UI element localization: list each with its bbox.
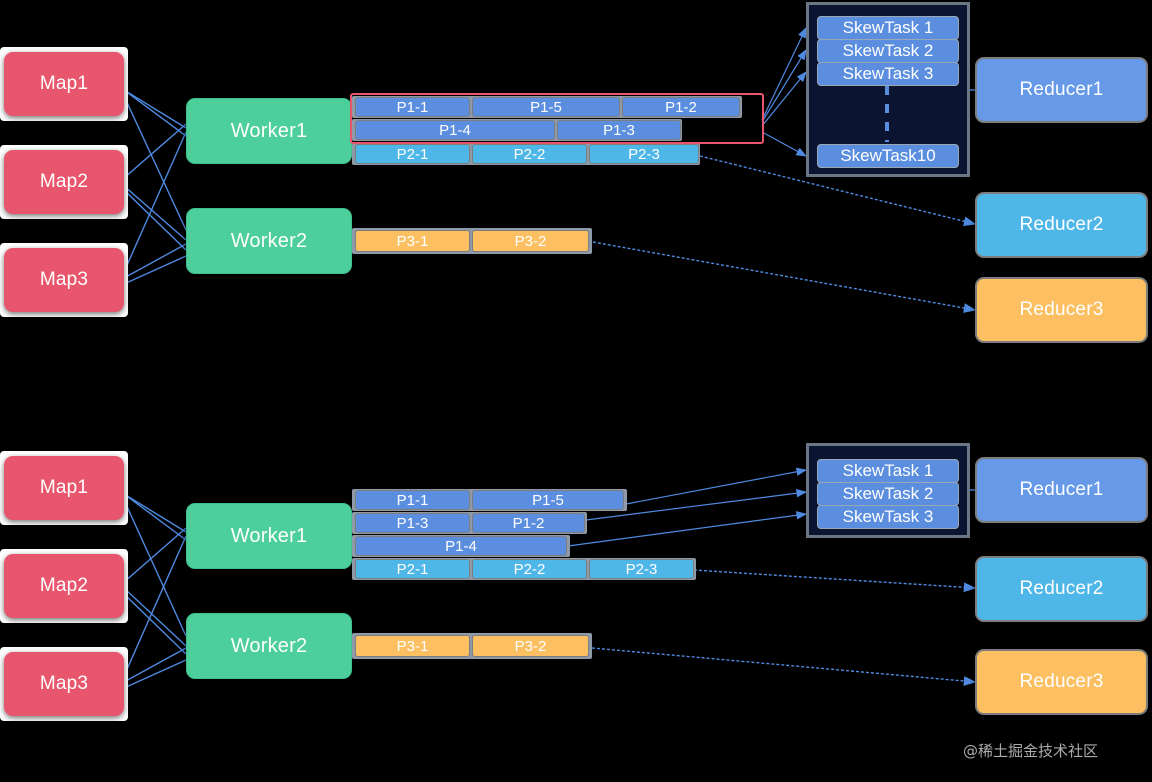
skew-ellipsis-indicator [885, 86, 889, 142]
skew-task-item[interactable]: SkewTask 1 [817, 459, 959, 483]
task-bar[interactable]: P1-3 [355, 513, 470, 533]
task-bar[interactable]: P3-1 [355, 635, 470, 657]
task-bar[interactable]: P2-3 [589, 559, 694, 579]
task-bar[interactable]: P1-2 [622, 97, 740, 117]
task-bar[interactable]: P1-4 [355, 536, 567, 556]
task-bar[interactable]: P2-3 [589, 144, 699, 164]
worker-node-worker1[interactable]: Worker1 [186, 98, 352, 164]
task-bar[interactable]: P3-2 [472, 635, 589, 657]
reducer-node-reducer2[interactable]: Reducer2 [975, 192, 1148, 258]
map-node-map3[interactable]: Map3 [4, 248, 124, 312]
task-bar[interactable]: P1-3 [557, 120, 681, 140]
reducer-node-reducer3[interactable]: Reducer3 [975, 649, 1148, 715]
map-node-map2[interactable]: Map2 [4, 150, 124, 214]
task-bar[interactable]: P2-2 [472, 144, 587, 164]
reducer-node-reducer1[interactable]: Reducer1 [975, 457, 1148, 523]
task-bar[interactable]: P3-1 [355, 230, 470, 252]
worker-node-worker2[interactable]: Worker2 [186, 208, 352, 274]
skew-task-item[interactable]: SkewTask10 [817, 144, 959, 168]
reducer-node-reducer1[interactable]: Reducer1 [975, 57, 1148, 123]
task-bar[interactable]: P1-5 [472, 490, 624, 510]
task-bar[interactable]: P1-1 [355, 97, 470, 117]
task-bar[interactable]: P3-2 [472, 230, 589, 252]
task-bar[interactable]: P1-1 [355, 490, 470, 510]
task-bar[interactable]: P2-1 [355, 559, 470, 579]
skew-task-item[interactable]: SkewTask 2 [817, 482, 959, 506]
task-bar[interactable]: P2-2 [472, 559, 587, 579]
reducer-node-reducer2[interactable]: Reducer2 [975, 556, 1148, 622]
map-node-map1[interactable]: Map1 [4, 456, 124, 520]
task-bar[interactable]: P1-4 [355, 120, 555, 140]
reducer-node-reducer3[interactable]: Reducer3 [975, 277, 1148, 343]
skew-task-item[interactable]: SkewTask 1 [817, 16, 959, 40]
map-node-map2[interactable]: Map2 [4, 554, 124, 618]
skew-task-item[interactable]: SkewTask 3 [817, 505, 959, 529]
map-node-map1[interactable]: Map1 [4, 52, 124, 116]
map-node-map3[interactable]: Map3 [4, 652, 124, 716]
skew-task-item[interactable]: SkewTask 3 [817, 62, 959, 86]
task-bar[interactable]: P1-2 [472, 513, 585, 533]
skew-task-item[interactable]: SkewTask 2 [817, 39, 959, 63]
task-bar[interactable]: P2-1 [355, 144, 470, 164]
watermark: @稀土掘金技术社区 [963, 742, 1099, 760]
task-bar[interactable]: P1-5 [472, 97, 620, 117]
worker-node-worker1[interactable]: Worker1 [186, 503, 352, 569]
worker-node-worker2[interactable]: Worker2 [186, 613, 352, 679]
